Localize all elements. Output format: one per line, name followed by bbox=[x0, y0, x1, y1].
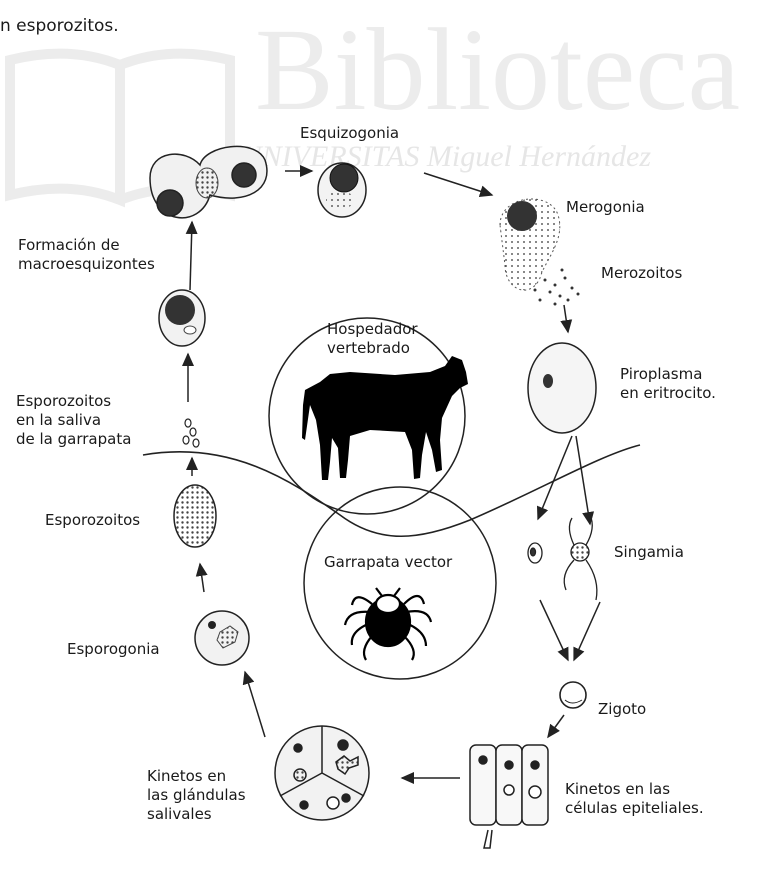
salivary-gland-cells bbox=[275, 726, 369, 820]
singamia-gametes bbox=[528, 515, 597, 600]
label-macroesquizontes: Formación de macroesquizontes bbox=[18, 236, 155, 274]
label-esporozoitos: Esporozoitos bbox=[45, 511, 140, 530]
cow-icon bbox=[302, 356, 468, 480]
header-fragment: n esporozitos. bbox=[0, 17, 119, 36]
piroplasm-erythrocyte bbox=[528, 343, 596, 433]
dividing-macroschizont bbox=[150, 146, 267, 217]
host-boundary-line bbox=[143, 445, 640, 536]
label-zigoto: Zigoto bbox=[598, 700, 646, 719]
saliva-sporozoites bbox=[183, 419, 199, 447]
label-merogonia: Merogonia bbox=[566, 198, 645, 217]
tick-vector-circle bbox=[304, 487, 496, 679]
label-esporozoitos-saliva: Esporozoitos en la saliva de la garrapat… bbox=[16, 392, 131, 449]
label-kinetos-epiteliales: Kinetos en las células epiteliales. bbox=[565, 780, 704, 818]
tick-icon bbox=[345, 588, 431, 660]
label-kinetos-glandulas: Kinetos en las glándulas salivales bbox=[147, 767, 246, 824]
esporozoitos-cell bbox=[174, 485, 216, 547]
label-esporogonia: Esporogonia bbox=[67, 640, 160, 659]
label-merozoitos: Merozoitos bbox=[601, 264, 682, 283]
zigoto-cell bbox=[560, 682, 586, 708]
label-esquizogonia: Esquizogonia bbox=[300, 124, 399, 143]
esquizogonia-cell bbox=[318, 163, 366, 217]
macroschizont-cell bbox=[159, 290, 205, 346]
esporogonia-cell bbox=[195, 611, 249, 665]
label-garrapata: Garrapata vector bbox=[324, 553, 452, 572]
label-piroplasma: Piroplasma en eritrocito. bbox=[620, 365, 716, 403]
epithelial-cells bbox=[470, 745, 548, 848]
label-singamia: Singamia bbox=[614, 543, 684, 562]
label-hospedador: Hospedador vertebrado bbox=[327, 320, 418, 358]
